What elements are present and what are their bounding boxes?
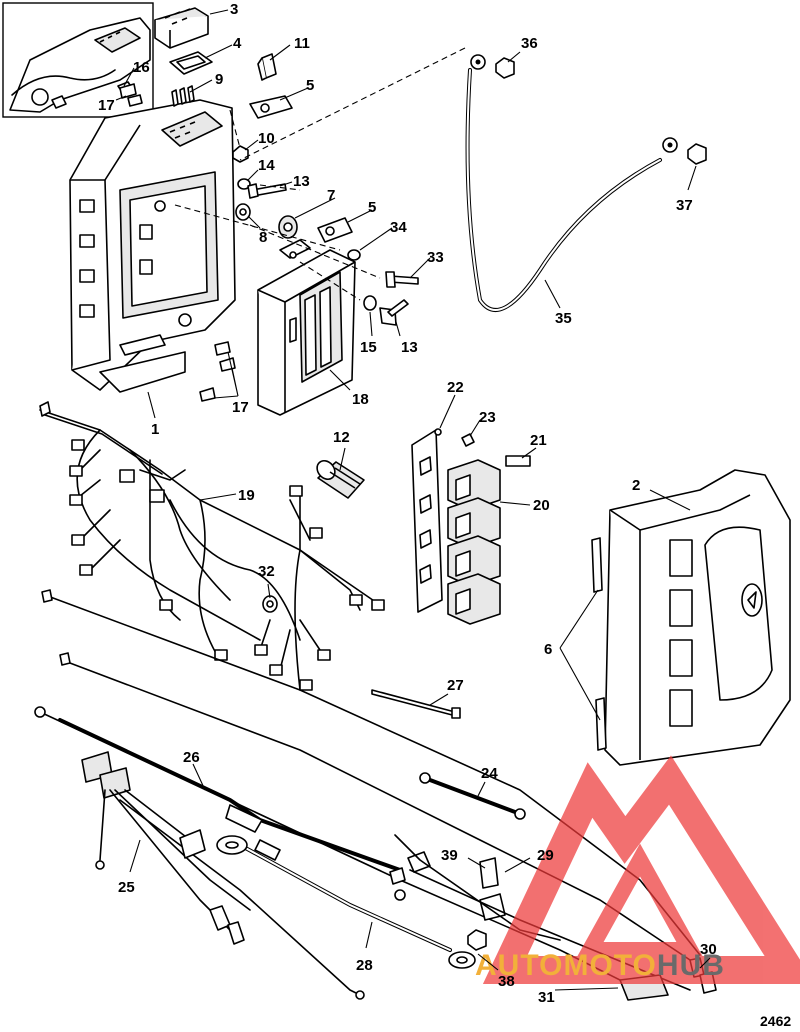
callout-3: 3 — [230, 1, 238, 18]
callout-37: 37 — [676, 197, 693, 214]
callout-5-top: 5 — [306, 77, 314, 94]
engine-harness — [39, 401, 385, 691]
callout-16: 16 — [133, 59, 150, 76]
watermark-prefix: AUTOMOTO — [475, 949, 657, 982]
callout-35: 35 — [555, 310, 572, 327]
callout-34: 34 — [390, 219, 407, 236]
electrical-box — [69, 99, 236, 402]
callout-7: 7 — [327, 187, 335, 204]
figure-id: 2462 — [760, 1013, 791, 1029]
callout-labels: 3 4 11 9 16 17 5 36 10 14 13 7 5 37 8 34… — [98, 1, 717, 1006]
assembly-dashed-lines — [174, 47, 466, 301]
callout-14: 14 — [258, 157, 275, 174]
callout-4: 4 — [233, 35, 242, 52]
callout-30: 30 — [700, 941, 717, 958]
sleeve-part — [316, 459, 365, 499]
callout-24: 24 — [481, 765, 498, 782]
callout-17-inset: 17 — [98, 97, 115, 114]
callout-28: 28 — [356, 957, 373, 974]
inset-detail — [2, 2, 154, 118]
callout-22: 22 — [447, 379, 464, 396]
callout-38: 38 — [498, 973, 515, 990]
callout-1: 1 — [151, 421, 159, 438]
hardware-parts — [119, 7, 419, 326]
callout-8: 8 — [259, 229, 267, 246]
ecm-module — [257, 239, 356, 416]
relay-panel — [411, 428, 531, 625]
callout-11: 11 — [294, 35, 310, 52]
callout-5-mid: 5 — [368, 199, 376, 216]
callout-25: 25 — [118, 879, 135, 896]
callout-15: 15 — [360, 339, 377, 356]
leader-lines — [115, 9, 711, 991]
callout-13-mid: 13 — [401, 339, 418, 356]
callout-29: 29 — [537, 847, 554, 864]
callout-31: 31 — [538, 989, 555, 1006]
callout-6: 6 — [544, 641, 552, 658]
callout-36: 36 — [521, 35, 538, 52]
callout-12: 12 — [333, 429, 350, 446]
callout-26: 26 — [183, 749, 200, 766]
callout-33: 33 — [427, 249, 444, 266]
callout-23: 23 — [479, 409, 496, 426]
ground-cable — [465, 54, 707, 312]
watermark-suffix: HUB — [657, 949, 725, 982]
callout-17: 17 — [232, 399, 249, 416]
callout-18: 18 — [352, 391, 369, 408]
callout-21: 21 — [530, 432, 547, 449]
callout-32: 32 — [258, 563, 275, 580]
callout-13-top: 13 — [293, 173, 310, 190]
callout-20: 20 — [533, 497, 550, 514]
callout-10: 10 — [258, 130, 275, 147]
electrical-cover — [591, 469, 791, 766]
callout-27: 27 — [447, 677, 464, 694]
watermark-logo — [482, 755, 800, 984]
callout-2: 2 — [632, 477, 640, 494]
callout-39: 39 — [441, 847, 458, 864]
callout-19: 19 — [238, 487, 255, 504]
callout-9: 9 — [215, 71, 223, 88]
watermark-text: AUTOMOTOHUB — [475, 949, 725, 982]
